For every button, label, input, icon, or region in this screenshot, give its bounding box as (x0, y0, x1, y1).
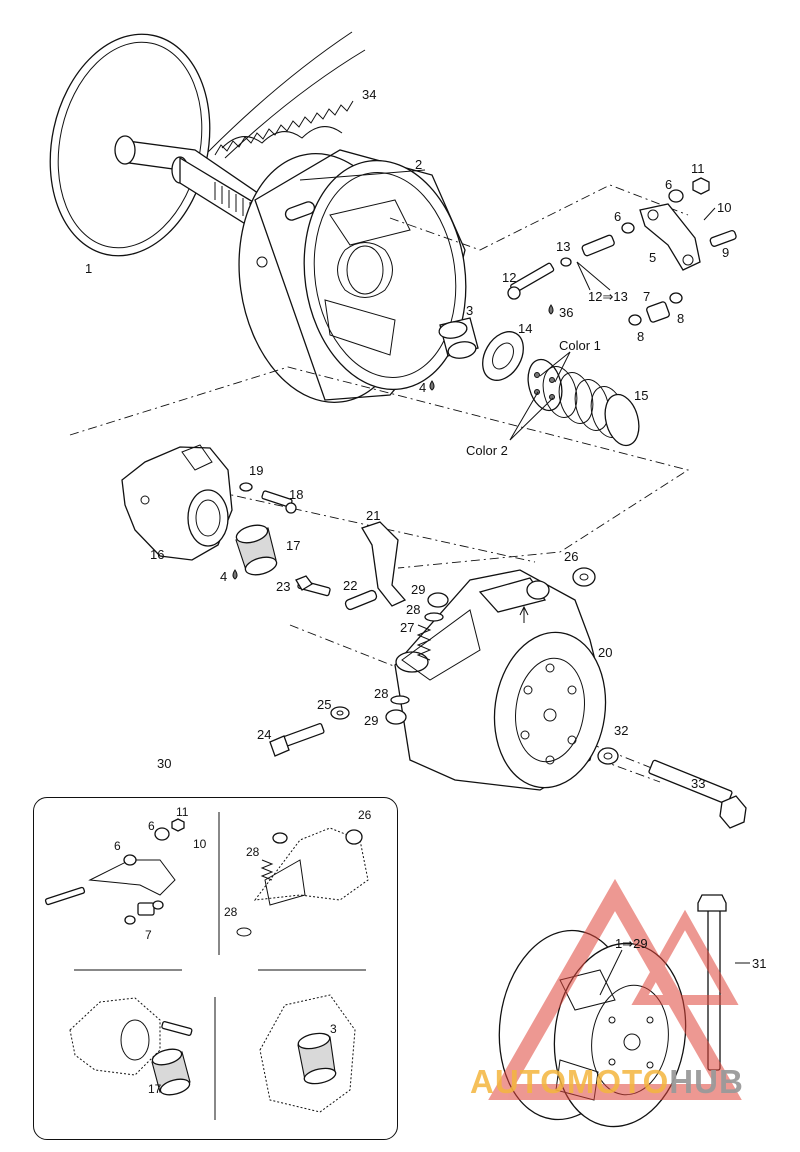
callout-8: 8 (677, 311, 685, 326)
callout-4: 4 (419, 380, 427, 395)
inset-callout-7: 7 (145, 928, 152, 942)
callout-36: 36 (559, 305, 574, 320)
callout-11: 11 (691, 161, 705, 176)
watermark-logo (488, 878, 742, 1100)
drop-icon (232, 304, 554, 580)
callout-1: 1 (85, 261, 93, 276)
callout-3: 3 (466, 303, 474, 318)
inset-callout-3: 3 (330, 1022, 337, 1036)
callout-29: 29 (411, 582, 426, 597)
callout-17: 17 (286, 538, 301, 553)
governor-part-20 (394, 569, 607, 791)
roller-arm-hardware (507, 177, 737, 326)
callout-19: 19 (249, 463, 264, 478)
inset-callout-28: 28 (224, 905, 238, 919)
callout-27: 27 (400, 620, 415, 635)
watermark-part-a: AUTOMOTO (470, 1063, 670, 1100)
inset-callout-17: 17 (148, 1082, 162, 1096)
callout-28: 28 (374, 686, 389, 701)
callout-6: 6 (665, 177, 673, 192)
callout-12: 12 (502, 270, 517, 285)
inset-drawings (44, 812, 369, 1120)
callout-14: 14 (518, 321, 533, 336)
spring-part-15 (509, 351, 640, 447)
spider-cam-part-16 (121, 444, 297, 576)
callout-6: 6 (614, 209, 622, 224)
callout-32: 32 (614, 723, 629, 738)
callout-22: 22 (343, 578, 358, 593)
callout-15: 15 (634, 388, 649, 403)
movable-sheave-part (238, 149, 467, 403)
lever-and-pin-parts (295, 521, 407, 611)
callout-26: 26 (564, 549, 579, 564)
watermark-text: AUTOMOTOHUB (470, 1065, 744, 1098)
callout-16: 16 (150, 547, 165, 562)
fixed-sheave-part (49, 33, 269, 257)
callout-23: 23 (276, 579, 291, 594)
bolts-and-spring-parts (269, 567, 747, 829)
drive-belt-part (207, 31, 366, 159)
assembled-view (498, 894, 750, 1128)
callout-30: 30 (157, 756, 172, 771)
callout-28: 28 (406, 602, 421, 617)
callout-24: 24 (257, 727, 272, 742)
callout-18: 18 (289, 487, 304, 502)
callout-33: 33 (691, 776, 706, 791)
callout-34: 34 (362, 87, 377, 102)
bushing-part-3 (438, 317, 479, 359)
inset-callout-6: 6 (148, 819, 155, 833)
color-2-label: Color 2 (466, 443, 508, 458)
callout-31: 31 (752, 956, 767, 971)
watermark-part-b: HUB (669, 1063, 744, 1100)
callout-21: 21 (366, 508, 381, 523)
color-1-label: Color 1 (559, 338, 601, 353)
callout-29: 29 (364, 713, 379, 728)
callout-2: 2 (415, 157, 423, 172)
inset-callout-28: 28 (246, 845, 260, 859)
callout-5: 5 (649, 250, 657, 265)
callout-4: 4 (220, 569, 228, 584)
inset-callout-6: 6 (114, 839, 121, 853)
callout-13: 13 (556, 239, 571, 254)
inset-callout-11: 11 (176, 805, 189, 819)
callout-9: 9 (722, 245, 730, 260)
callout-10: 10 (717, 200, 732, 215)
inset-panel (33, 797, 398, 1140)
callout-20: 20 (598, 645, 613, 660)
callout-8: 8 (637, 329, 645, 344)
callout-7: 7 (643, 289, 651, 304)
callout-12-13: 12⇒13 (588, 289, 628, 304)
assembly-range-label: 1⇒29 (615, 936, 648, 951)
inset-callout-26: 26 (358, 808, 372, 822)
inset-callout-10: 10 (193, 837, 207, 851)
callout-25: 25 (317, 697, 332, 712)
washer-part-14 (482, 331, 524, 381)
